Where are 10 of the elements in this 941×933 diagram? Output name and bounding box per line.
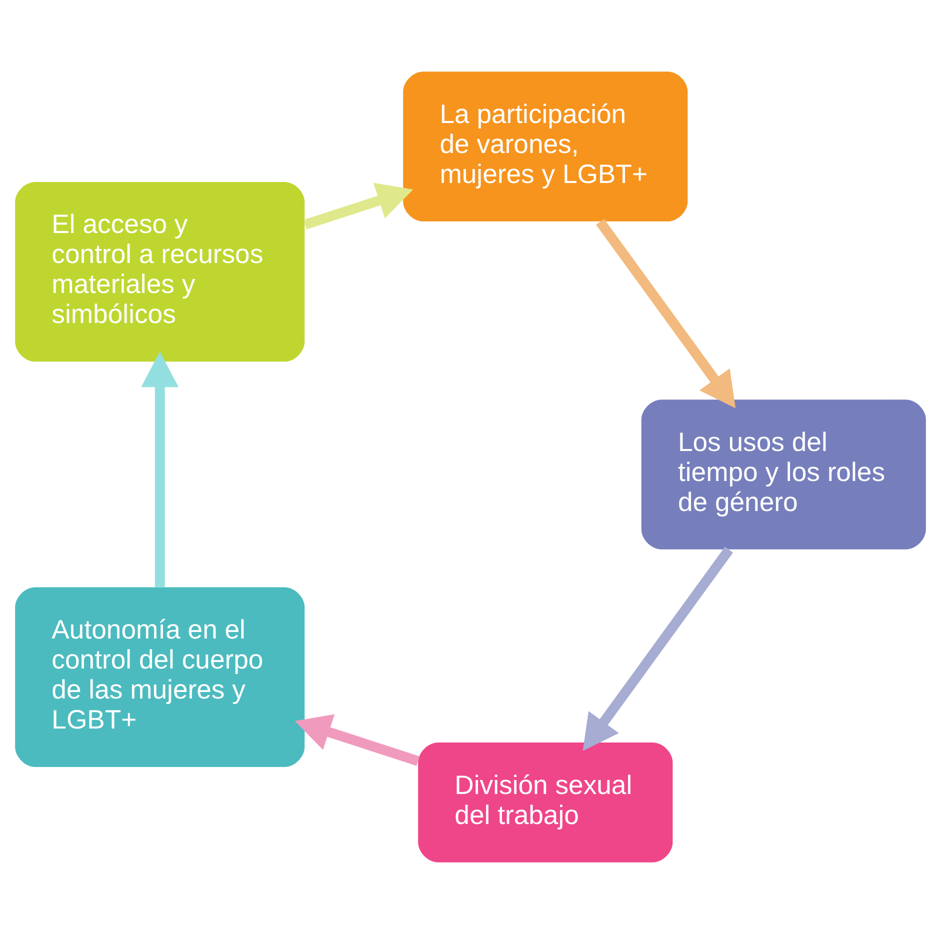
arrow (582, 546, 734, 750)
node-box: División sexual del trabajo (418, 742, 673, 862)
arrow (294, 714, 420, 766)
node-box: El acceso y control a recursos materiales y simbólicos (15, 181, 305, 362)
node-box: La participación de varones, mujeres y LGBT+ (403, 71, 688, 221)
node-box: Autonomía en el control del cuerpo de las mujeres y LGBT+ (15, 586, 305, 767)
arrow (141, 350, 179, 587)
arrow (596, 218, 736, 408)
node-box: Los usos del tiempo y los roles de género (641, 399, 926, 549)
arrow (304, 182, 414, 229)
